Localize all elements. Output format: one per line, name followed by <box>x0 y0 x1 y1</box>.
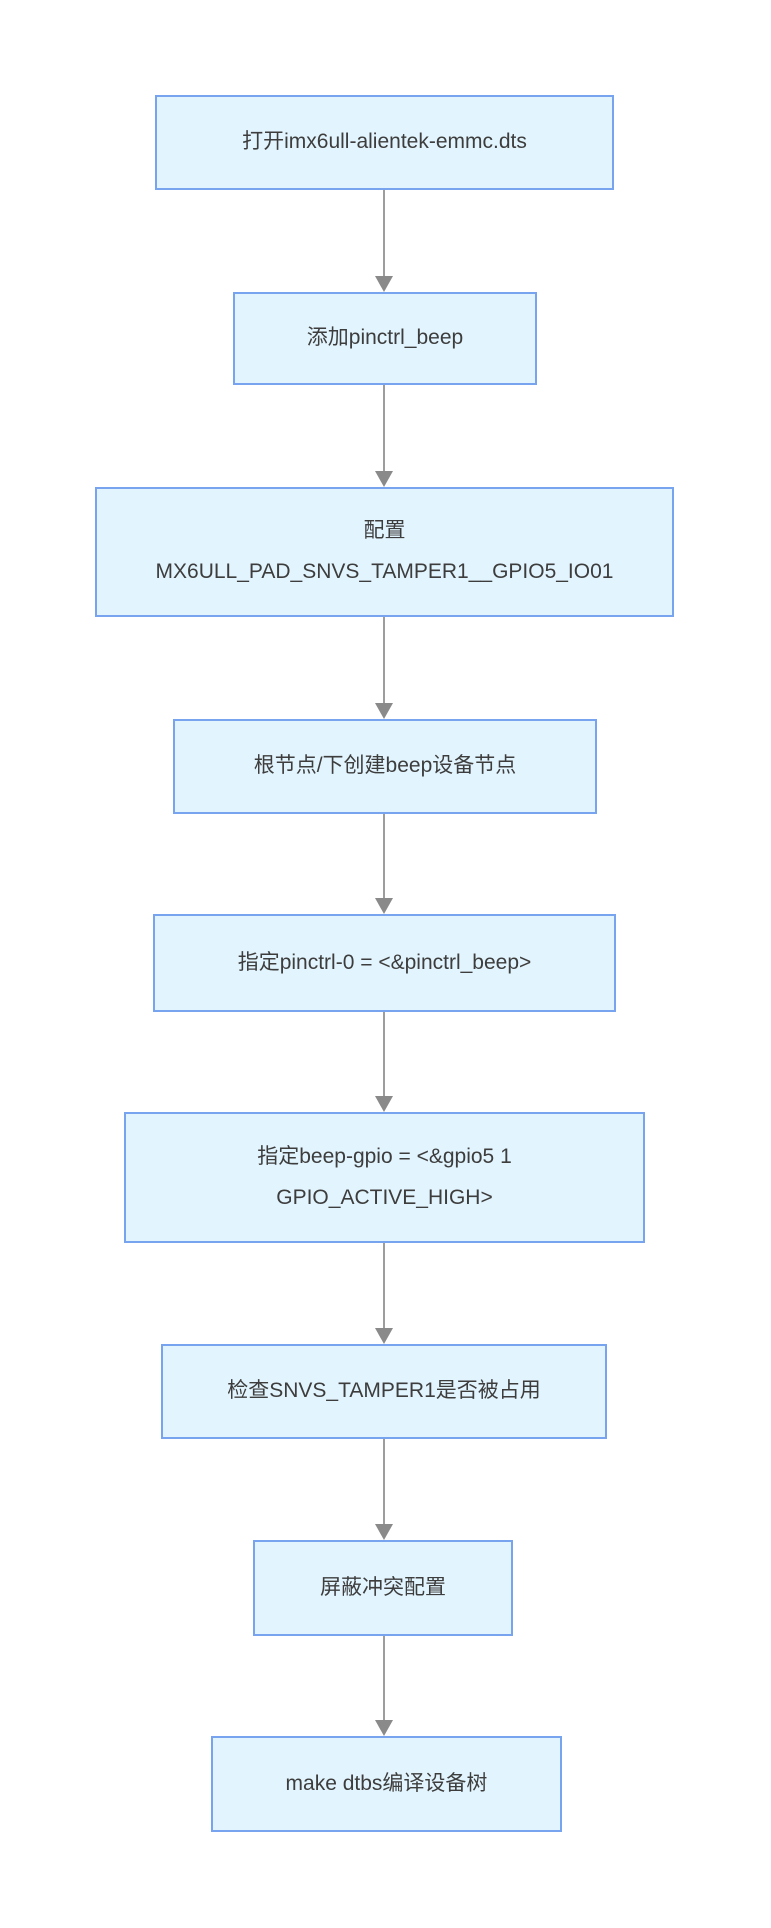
arrow-shaft <box>383 1439 385 1525</box>
arrow-down-icon <box>375 276 393 292</box>
arrow-down-icon <box>375 1328 393 1344</box>
connector-arrow-2-3 <box>374 385 394 487</box>
connector-arrow-3-4 <box>374 617 394 719</box>
connector-arrow-4-5 <box>374 814 394 914</box>
connector-arrow-8-9 <box>374 1636 394 1736</box>
arrow-shaft <box>383 814 385 899</box>
flow-node-check-tamper1: 检查SNVS_TAMPER1是否被占用 <box>161 1344 607 1439</box>
arrow-shaft <box>383 1636 385 1721</box>
flow-node-set-pinctrl0: 指定pinctrl-0 = <&pinctrl_beep> <box>153 914 616 1012</box>
arrow-shaft <box>383 1012 385 1097</box>
flow-node-mask-conflict: 屏蔽冲突配置 <box>253 1540 513 1636</box>
arrow-down-icon <box>375 471 393 487</box>
connector-arrow-7-8 <box>374 1439 394 1540</box>
connector-arrow-1-2 <box>374 190 394 292</box>
arrow-down-icon <box>375 703 393 719</box>
flow-node-set-beep-gpio: 指定beep-gpio = <&gpio5 1 GPIO_ACTIVE_HIGH… <box>124 1112 645 1243</box>
arrow-shaft <box>383 617 385 704</box>
arrow-shaft <box>383 190 385 277</box>
arrow-down-icon <box>375 898 393 914</box>
arrow-down-icon <box>375 1524 393 1540</box>
flow-node-configure-pad: 配置 MX6ULL_PAD_SNVS_TAMPER1__GPIO5_IO01 <box>95 487 674 617</box>
flow-node-create-beep-node: 根节点/下创建beep设备节点 <box>173 719 597 814</box>
arrow-down-icon <box>375 1720 393 1736</box>
flow-node-open-dts: 打开imx6ull-alientek-emmc.dts <box>155 95 614 190</box>
connector-arrow-5-6 <box>374 1012 394 1112</box>
arrow-shaft <box>383 1243 385 1329</box>
arrow-shaft <box>383 385 385 472</box>
connector-arrow-6-7 <box>374 1243 394 1344</box>
flow-node-add-pinctrl-beep: 添加pinctrl_beep <box>233 292 537 385</box>
arrow-down-icon <box>375 1096 393 1112</box>
flow-node-make-dtbs: make dtbs编译设备树 <box>211 1736 562 1832</box>
